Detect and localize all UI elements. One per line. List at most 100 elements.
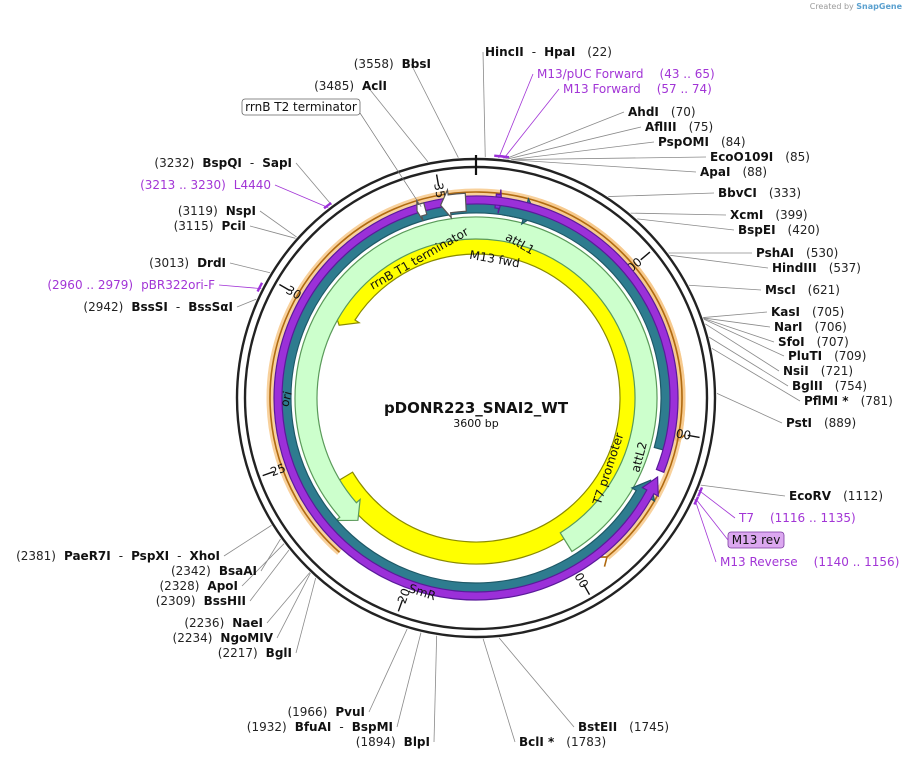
enzyme-label: (2328)ApoI [160, 579, 239, 593]
enzyme-name: BglII [792, 379, 823, 393]
leader-line [507, 126, 642, 160]
enzyme-name: BbsI [402, 57, 431, 71]
site-label-bglii: BglII(754) [792, 379, 867, 393]
enzyme-name: HindIII [772, 261, 817, 275]
primer-site-mark [323, 201, 332, 210]
site-position: (706) [815, 320, 847, 334]
leader-line [700, 484, 786, 497]
site-label-pshai: PshAI(530) [756, 246, 838, 260]
enzyme-name: PvuI [335, 705, 365, 719]
leader-line [433, 635, 438, 743]
feature-arrows [273, 187, 679, 601]
enzyme-label: (3115)PciI [174, 219, 246, 233]
enzyme-name: AflIII [645, 120, 677, 134]
enzyme-label: (3013)DrdI [149, 256, 226, 270]
leader-line [703, 311, 768, 318]
enzyme-name: PaeR7I [64, 549, 111, 563]
rrnb-t2-callout: rrnB T2 terminator [241, 98, 422, 207]
m13-rev-leader [696, 499, 729, 541]
primer-label: T7(1116 .. 1135) [738, 511, 856, 525]
feature-t7-promoter [273, 195, 679, 601]
primer-range: (1116 .. 1135) [770, 511, 856, 525]
site-label-psti: PstI(889) [786, 416, 856, 430]
enzyme-label: (3232)BspQI-SapI [154, 156, 292, 170]
leader-line [630, 212, 727, 216]
m13-rev-callout: M13 rev [696, 499, 785, 549]
enzyme-label: (1894)BlpI [356, 735, 430, 749]
enzyme-name: SapI [262, 156, 292, 170]
leader-line [482, 638, 516, 743]
enzyme-name: NsiI [783, 364, 809, 378]
site-position: (3485) [314, 79, 354, 93]
enzyme-label: (3558)BbsI [354, 57, 431, 71]
primer-name: pBR322ori-F [141, 278, 215, 292]
site-label-t7: T7(1116 .. 1135) [738, 511, 856, 525]
label-leader-lines [218, 51, 801, 743]
site-position: (1783) [566, 735, 606, 749]
site-position: (2381) [16, 549, 56, 563]
enzyme-separator: - [532, 45, 536, 59]
rrnb-t2-box-label: rrnB T2 terminator [245, 100, 357, 114]
orf-arcs [266, 188, 686, 567]
primer-label: (2960 .. 2979)pBR322ori-F [47, 278, 215, 292]
enzyme-label: PflMI *(781) [804, 394, 893, 408]
leader-line [716, 393, 783, 424]
leader-line [637, 218, 735, 231]
leader-line [410, 63, 459, 158]
site-label-bcli: BclI *(1783) [519, 735, 606, 749]
site-label-apai: ApaI(88) [700, 165, 767, 179]
leader-line [260, 538, 281, 572]
enzyme-name: PflMI * [804, 394, 849, 408]
enzyme-label: PspOMI (84) [658, 135, 746, 149]
site-position: (3115) [174, 219, 214, 233]
enzyme-name: EcoO109I [710, 150, 773, 164]
site-label-l4440: (3213 .. 3230)L4440 [140, 178, 271, 192]
site-labels: HincII-HpaI(22)M13/pUC Forward(43 .. 65)… [16, 45, 899, 749]
snapgene-watermark: Created by SnapGene [809, 2, 902, 11]
site-position: (1966) [287, 705, 327, 719]
site-label-bspqi: (3232)BspQI-SapI [154, 156, 292, 170]
primer-label: M13/pUC Forward(43 .. 65) [537, 67, 715, 81]
site-position: (75) [689, 120, 714, 134]
site-position: (84) [721, 135, 746, 149]
primer-label: M13 Forward(57 .. 74) [563, 82, 712, 96]
enzyme-label: BspEI(420) [738, 223, 820, 237]
leader-line [366, 85, 429, 163]
leader-line [249, 549, 290, 602]
enzyme-name: BssSαI [188, 300, 233, 314]
enzyme-label: (3119)NspI [178, 204, 256, 218]
leader-line [698, 489, 736, 519]
enzyme-name: HpaI [544, 45, 575, 59]
site-label-afliii: AflIII (75) [645, 120, 713, 134]
site-label-ecoo109i: EcoO109I(85) [710, 150, 810, 164]
leader-line [295, 162, 332, 206]
enzyme-name: NspI [226, 204, 256, 218]
enzyme-label: EcoRV(1112) [789, 489, 883, 503]
primer-range: (57 .. 74) [657, 82, 712, 96]
primer-site-mark [500, 155, 510, 159]
leader-line [703, 318, 785, 357]
site-position: (2342) [171, 564, 211, 578]
enzyme-name: PspOMI [658, 135, 709, 149]
site-label-bspei: BspEI(420) [738, 223, 820, 237]
leader-line [512, 159, 697, 173]
enzyme-label: AflIII (75) [645, 120, 713, 134]
feature-rrnb-t1-terminator [439, 187, 467, 220]
site-label-xcmi: XcmI(399) [730, 208, 808, 222]
site-position: (721) [821, 364, 853, 378]
enzyme-label: ApaI(88) [700, 165, 767, 179]
enzyme-label: SfoI(707) [778, 335, 849, 349]
primer-range: (3213 .. 3230) [140, 178, 226, 192]
leader-line [259, 210, 297, 238]
enzyme-name: BsaAI [219, 564, 257, 578]
enzyme-label: (2234)NgoMIV [173, 631, 274, 645]
enzyme-label: NsiI (721) [783, 364, 853, 378]
primer-label: (3213 .. 3230)L4440 [140, 178, 271, 192]
enzyme-name: BfuAI [295, 720, 332, 734]
site-position: (709) [834, 349, 866, 363]
enzyme-name: PshAI [756, 246, 794, 260]
enzyme-name: BglI [266, 646, 292, 660]
site-position: (2309) [156, 594, 196, 608]
enzyme-name: PspXI [131, 549, 169, 563]
leader-line [503, 88, 560, 159]
